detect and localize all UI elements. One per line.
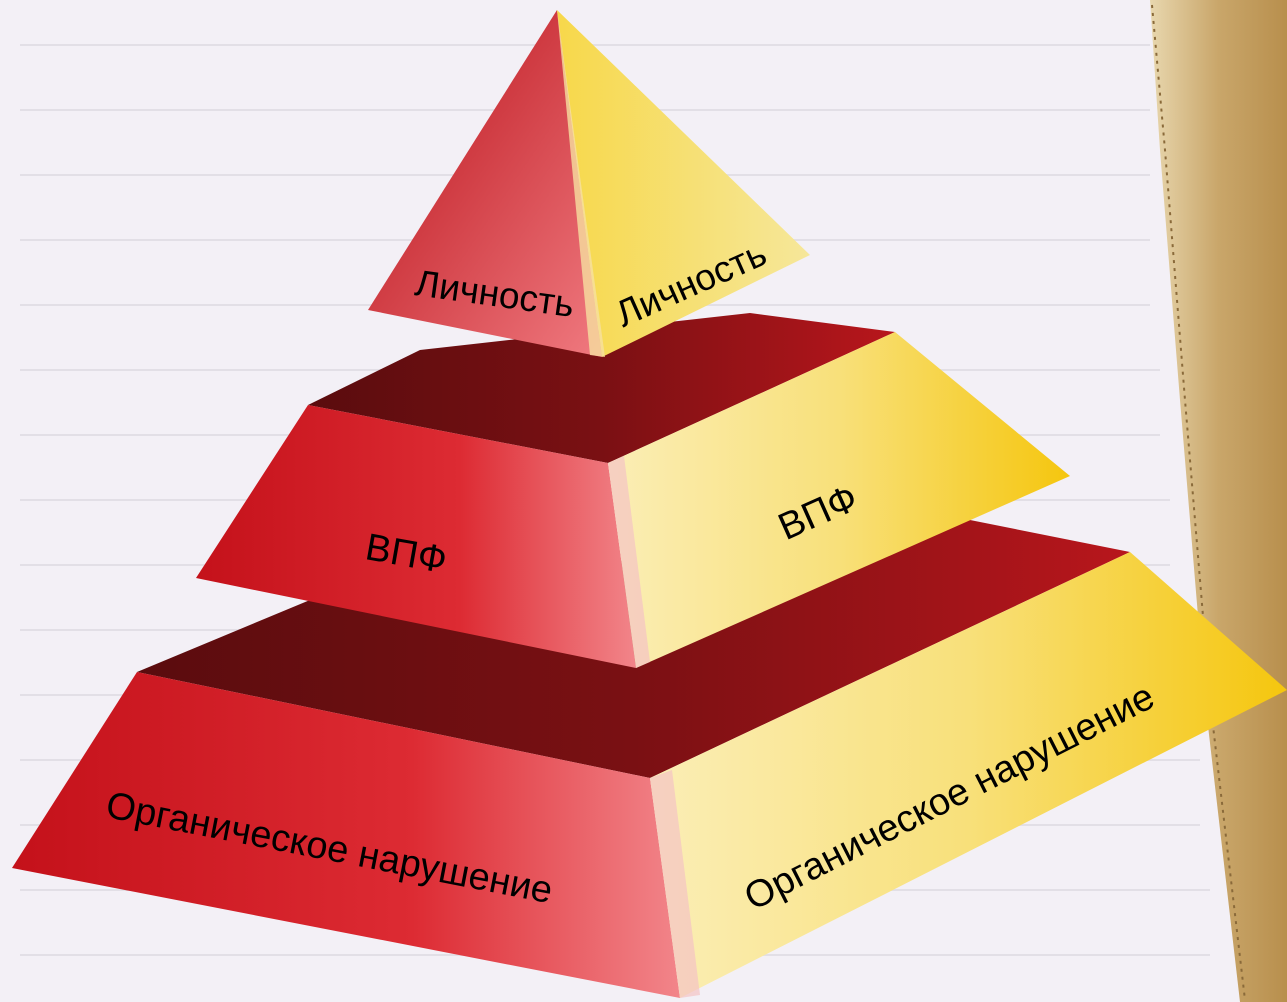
notebook-binding [1150,0,1287,1002]
binding-stitching [1151,4,1246,1001]
level-bottom-left-face [12,672,680,998]
level-middle-top-shadow [308,313,895,463]
level-middle-left-face [196,405,636,668]
level-bottom-right-face [650,552,1287,998]
level-middle-right-face [608,332,1070,668]
level-top-left-face [368,10,602,357]
pyramid-level-middle [196,313,1070,668]
pyramid-level-top [368,10,810,357]
level-top-right-face [557,10,810,357]
